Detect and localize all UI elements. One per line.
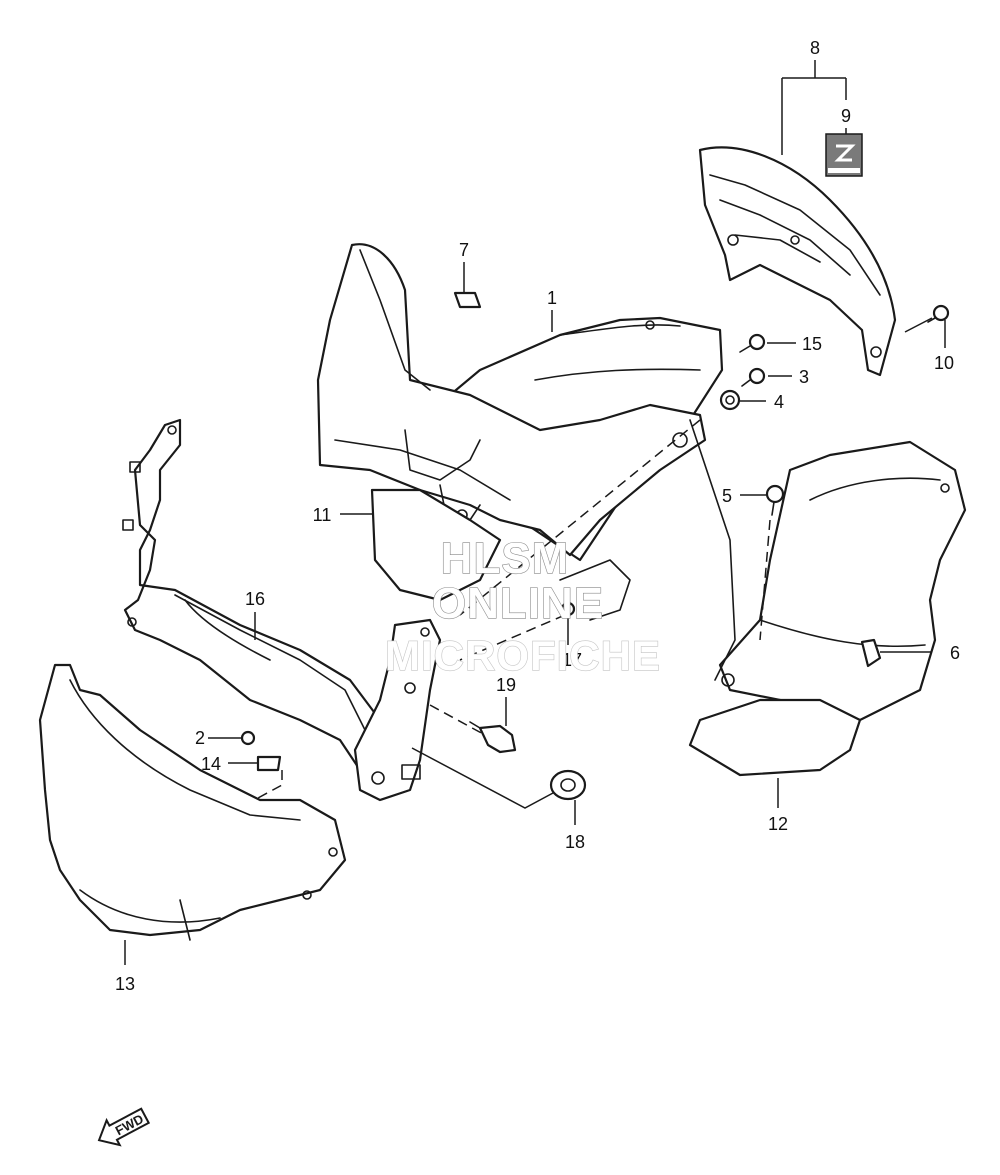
callout-7: 7 bbox=[459, 240, 469, 260]
callout-15: 15 bbox=[802, 334, 822, 354]
callout-1: 1 bbox=[547, 288, 557, 308]
callout-6: 6 bbox=[950, 643, 960, 663]
part-18-damper[interactable] bbox=[549, 769, 587, 801]
callout-11: 11 bbox=[313, 505, 332, 525]
callout-18: 18 bbox=[565, 832, 585, 852]
part-13-lower-cover[interactable] bbox=[38, 663, 347, 941]
fwd-arrow-icon bbox=[97, 1107, 151, 1147]
part-19-bolt[interactable] bbox=[469, 721, 517, 754]
callout-5: 5 bbox=[722, 486, 732, 506]
callout-9: 9 bbox=[841, 106, 851, 126]
part-11-inner-panel[interactable] bbox=[316, 243, 707, 621]
callout-3: 3 bbox=[799, 367, 809, 387]
part-9-emblem[interactable] bbox=[825, 133, 863, 177]
fwd-direction-arrow: FWD bbox=[97, 1107, 151, 1147]
callout-2: 2 bbox=[195, 728, 205, 748]
watermark-line-2: ONLINE bbox=[432, 579, 604, 628]
callout-16: 16 bbox=[245, 589, 265, 609]
part-14-clip[interactable] bbox=[256, 755, 282, 772]
part-5-screw[interactable] bbox=[765, 484, 785, 516]
part-3-bolt[interactable] bbox=[741, 367, 766, 387]
leader-lines bbox=[124, 60, 946, 965]
watermark: HLSM ONLINE MICROFICHE bbox=[384, 533, 661, 679]
callout-14: 14 bbox=[201, 754, 221, 774]
part-16-bracket[interactable] bbox=[122, 418, 442, 802]
part-8-meter-cover[interactable] bbox=[698, 146, 897, 377]
callout-10: 10 bbox=[934, 353, 954, 373]
callout-13: 13 bbox=[115, 974, 135, 994]
watermark-line-3: MICROFICHE bbox=[385, 632, 661, 679]
callout-labels: 8 9 7 1 15 10 3 4 5 11 16 6 17 19 2 14 1… bbox=[115, 38, 960, 994]
part-4-grommet[interactable] bbox=[719, 389, 741, 411]
watermark-line-1: HLSM bbox=[441, 534, 570, 583]
callout-17: 17 bbox=[562, 650, 582, 670]
callout-12: 12 bbox=[768, 814, 788, 834]
callout-19: 19 bbox=[496, 675, 516, 695]
part-15-screw[interactable] bbox=[739, 333, 766, 353]
callout-4: 4 bbox=[774, 392, 784, 412]
callout-8: 8 bbox=[810, 38, 820, 58]
part-6-clip[interactable] bbox=[860, 638, 882, 668]
part-7-pad[interactable] bbox=[453, 291, 482, 309]
part-10-screw[interactable] bbox=[927, 304, 950, 323]
part-12-side-cover[interactable] bbox=[688, 419, 967, 777]
part-2-nut[interactable] bbox=[240, 730, 256, 746]
